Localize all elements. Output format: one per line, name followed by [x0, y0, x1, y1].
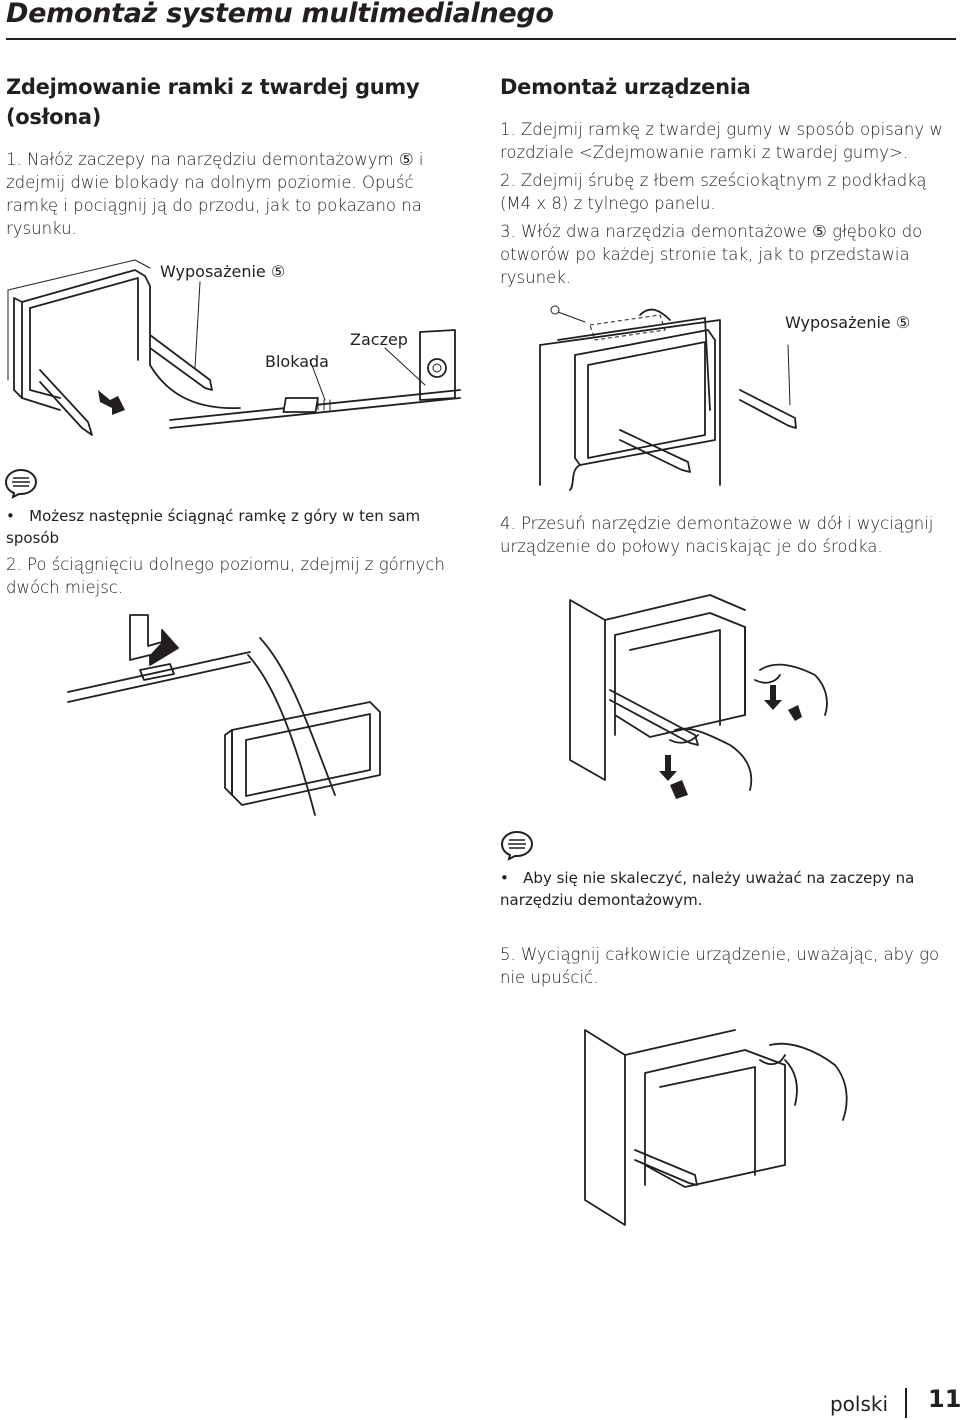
step-number: 3.	[500, 222, 516, 241]
footer-language: polski	[829, 1392, 888, 1416]
fig3-insert-tools-illustration	[539, 305, 797, 491]
step-number: 2.	[6, 555, 22, 574]
step-text: Wyciągnij całkowicie urządzenie, uważają…	[500, 945, 940, 987]
left-step-2: 2. Po ściągnięciu dolnego poziomu, zdejm…	[6, 553, 466, 599]
left-step-1: 1. Nałóż zaczepy na narzędziu demontażow…	[6, 148, 456, 240]
bullet: •	[500, 869, 509, 887]
right-heading: Demontaż urządzenia	[500, 75, 751, 99]
right-step-1: 1. Zdejmij ramkę z twardej gumy w sposób…	[500, 118, 958, 164]
step-text: Przesuń narzędzie demontażowe w dół i wy…	[500, 514, 934, 556]
step-number: 1.	[500, 120, 516, 139]
step-text: Włóż dwa narzędzia demontażowe ⑤ głęboko…	[500, 222, 923, 287]
right-step-2: 2. Zdejmij śrubę z łbem sześciokątnym z …	[500, 169, 958, 215]
fig1-accessory-label: Wyposażenie ⑤	[160, 262, 286, 281]
fig5-full-removal-illustration	[584, 1029, 848, 1226]
bullet: •	[6, 507, 15, 525]
note-text: Możesz następnie ściągnąć ramkę z góry w…	[6, 507, 421, 547]
page-title: Demontaż systemu multimedialnego	[6, 0, 554, 29]
page-number: 11	[928, 1385, 960, 1413]
fig3-accessory-label: Wyposażenie ⑤	[785, 313, 911, 332]
title-rule	[6, 38, 956, 40]
step-number: 2.	[500, 171, 516, 190]
step-text: Po ściągnięciu dolnego poziomu, zdejmij …	[6, 555, 445, 597]
note-text: Aby się nie skaleczyć, należy uważać na …	[500, 869, 915, 909]
right-note: • Aby się nie skaleczyć, należy uważać n…	[500, 867, 920, 911]
right-step-3: 3. Włóż dwa narzędzia demontażowe ⑤ głęb…	[500, 220, 958, 289]
left-note: • Możesz następnie ściągnąć ramkę z góry…	[6, 505, 466, 549]
step-text: Zdejmij śrubę z łbem sześciokątnym z pod…	[500, 171, 927, 213]
speech-bubble-note-icon	[500, 830, 534, 861]
step-text: Nałóż zaczepy na narzędziu demontażowym …	[6, 150, 424, 238]
step-number: 1.	[6, 150, 22, 169]
step-number: 4.	[500, 514, 516, 533]
fig2-upper-frame-illustration	[67, 614, 381, 816]
fig1-hook-label: Zaczep	[350, 330, 408, 349]
footer-separator	[905, 1388, 907, 1418]
step-number: 5.	[500, 945, 516, 964]
fig1-lock-label: Blokada	[265, 352, 329, 371]
fig4-pull-out-illustration	[569, 594, 828, 799]
speech-bubble-note-icon	[4, 468, 38, 499]
fig1-frame-removal-illustration	[7, 259, 461, 436]
step-text: Zdejmij ramkę z twardej gumy w sposób op…	[500, 120, 943, 162]
left-heading: Zdejmowanie ramki z twardej gumy (osłona…	[6, 75, 420, 129]
right-step-4: 4. Przesuń narzędzie demontażowe w dół i…	[500, 512, 958, 558]
right-step-5: 5. Wyciągnij całkowicie urządzenie, uważ…	[500, 943, 958, 989]
